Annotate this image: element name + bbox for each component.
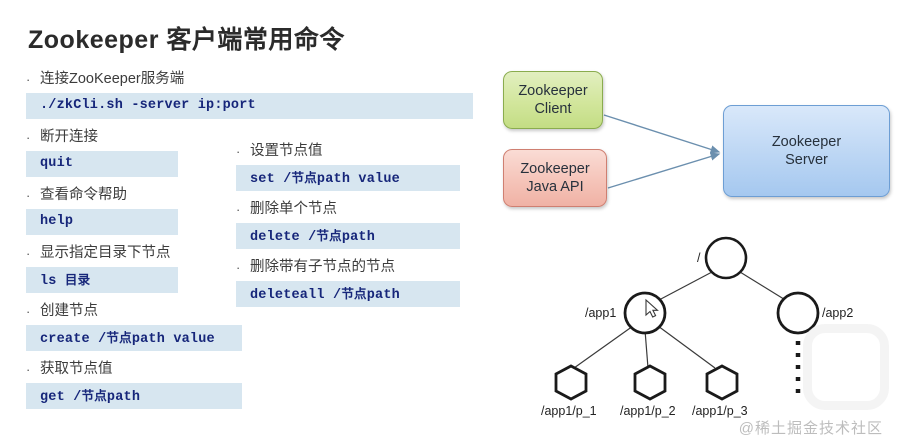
left-col-command-1[interactable]: quit [26,151,178,177]
tree-edge-root-app1 [658,271,713,301]
command-text-cn: 目录 [64,273,91,287]
javaapi-label-line2: Java API [526,179,584,195]
bullet-dot-icon: · [26,362,31,377]
mouse-cursor-icon [645,298,659,318]
right-col-command-2[interactable]: deleteall /节点path [236,281,460,307]
right-col-bullet-2: · 删除带有子节点的节点 [236,259,395,276]
right-col-bullet-label-1: 删除单个节点 [250,201,337,217]
tree-label-app2: /app2 [822,306,854,320]
tree-leaf-p1 [554,364,588,401]
command-text: create / [40,332,107,347]
left-col-command-5[interactable]: get /节点path [26,383,242,409]
command-text-tail: path [366,288,400,303]
command-text: quit [40,156,74,171]
left-col-bullet-label-2: 查看命令帮助 [40,187,127,203]
command-text-cn: 节点 [316,229,342,243]
tree-node-app1 [623,291,667,335]
command-text-tail: path value [131,332,215,347]
left-col-command-3[interactable]: ls 目录 [26,267,178,293]
right-col-bullet-label-2: 删除带有子节点的节点 [250,259,395,275]
javaapi-label-line1: Zookeeper [520,161,590,177]
left-col-bullet-2: · 查看命令帮助 [26,187,127,204]
command-text-cn: 节点 [81,389,107,403]
command-text-tail: path [106,390,141,405]
bullet-dot-icon: · [26,130,31,145]
command-text-tail: path value [316,172,400,187]
left-col-bullet-4: · 创建节点 [26,303,98,320]
tree-node-root [704,236,748,280]
command-text: deleteall / [250,288,342,303]
left-col-bullet-5: · 获取节点值 [26,361,113,378]
client-label-line1: Zookeeper [518,83,588,99]
left-col-bullet-label-1: 断开连接 [40,129,98,145]
command-text: get / [40,390,82,405]
right-col-bullet-label-0: 设置节点值 [250,143,323,159]
tree-edge-app1-p1 [573,325,634,369]
bullet-dot-icon: · [236,144,241,159]
command-text-cn: 节点 [341,287,367,301]
tree-edge-app1-p2 [644,329,649,369]
client-label-line2: Client [534,101,572,117]
page-title: Zookeeper 客户端常用命令 [28,26,345,54]
command-text: delete / [250,230,317,245]
bullet-dot-icon: · [236,260,241,275]
left-col-bullet-3: · 显示指定目录下节点 [26,245,171,262]
tree-label-root: / [697,251,701,265]
left-col-bullet-label-4: 创建节点 [40,303,98,319]
bullet-dot-icon: · [236,202,241,217]
left-col-bullet-label-3: 显示指定目录下节点 [40,245,171,261]
left-col-bullet-label-5: 获取节点值 [40,361,113,377]
right-col-bullet-1: · 删除单个节点 [236,201,337,218]
zookeeper-server-box: Zookeeper Server [723,105,890,197]
command-text: set / [250,172,292,187]
bullet-dot-icon: · [26,72,31,87]
arrow-javaapi-to-server [607,152,721,189]
bullet-dot-icon: · [26,246,31,261]
left-col-bullet-label-0: 连接ZooKeeper服务端 [40,71,185,87]
right-col-command-0[interactable]: set /节点path value [236,165,460,191]
community-logo [803,324,889,410]
command-list-area: · 连接ZooKeeper服务端 ./zkCli.sh -server ip:por… [0,66,482,446]
server-label-line2: Server [785,152,828,168]
watermark-text: @稀土掘金技术社区 [738,420,883,437]
arrow-client-to-server [603,114,721,154]
command-text: ls [40,274,65,289]
command-text-cn: 节点 [106,331,132,345]
server-label-line1: Zookeeper [771,134,842,150]
tree-label-p2: /app1/p_2 [620,404,676,418]
zookeeper-client-box: Zookeeper Client [503,71,603,129]
tree-leaf-p3 [705,364,739,401]
left-col-command-0[interactable]: ./zkCli.sh -server ip:port [26,93,473,119]
left-col-bullet-0: · 连接ZooKeeper服务端 [26,71,184,88]
tree-edge-app1-p3 [657,325,716,369]
zookeeper-java-api-box: Zookeeper Java API [503,149,607,207]
tree-label-p3: /app1/p_3 [692,404,748,418]
left-col-command-4[interactable]: create /节点path value [26,325,242,351]
left-col-command-2[interactable]: help [26,209,178,235]
tree-label-app1: /app1 [585,306,617,320]
bullet-dot-icon: · [26,188,31,203]
right-col-bullet-0: · 设置节点值 [236,143,323,160]
tree-leaf-p2 [633,364,667,401]
right-col-command-1[interactable]: delete /节点path [236,223,460,249]
tree-label-p1: /app1/p_1 [541,404,597,418]
bullet-dot-icon: · [26,304,31,319]
left-col-bullet-1: · 断开连接 [26,129,98,146]
command-text-tail: path [341,230,376,245]
command-text: ./zkCli.sh -server ip:port [40,98,256,113]
command-text: help [40,214,74,229]
tree-edge-root-app2 [739,271,788,302]
command-text-cn: 节点 [291,171,317,185]
